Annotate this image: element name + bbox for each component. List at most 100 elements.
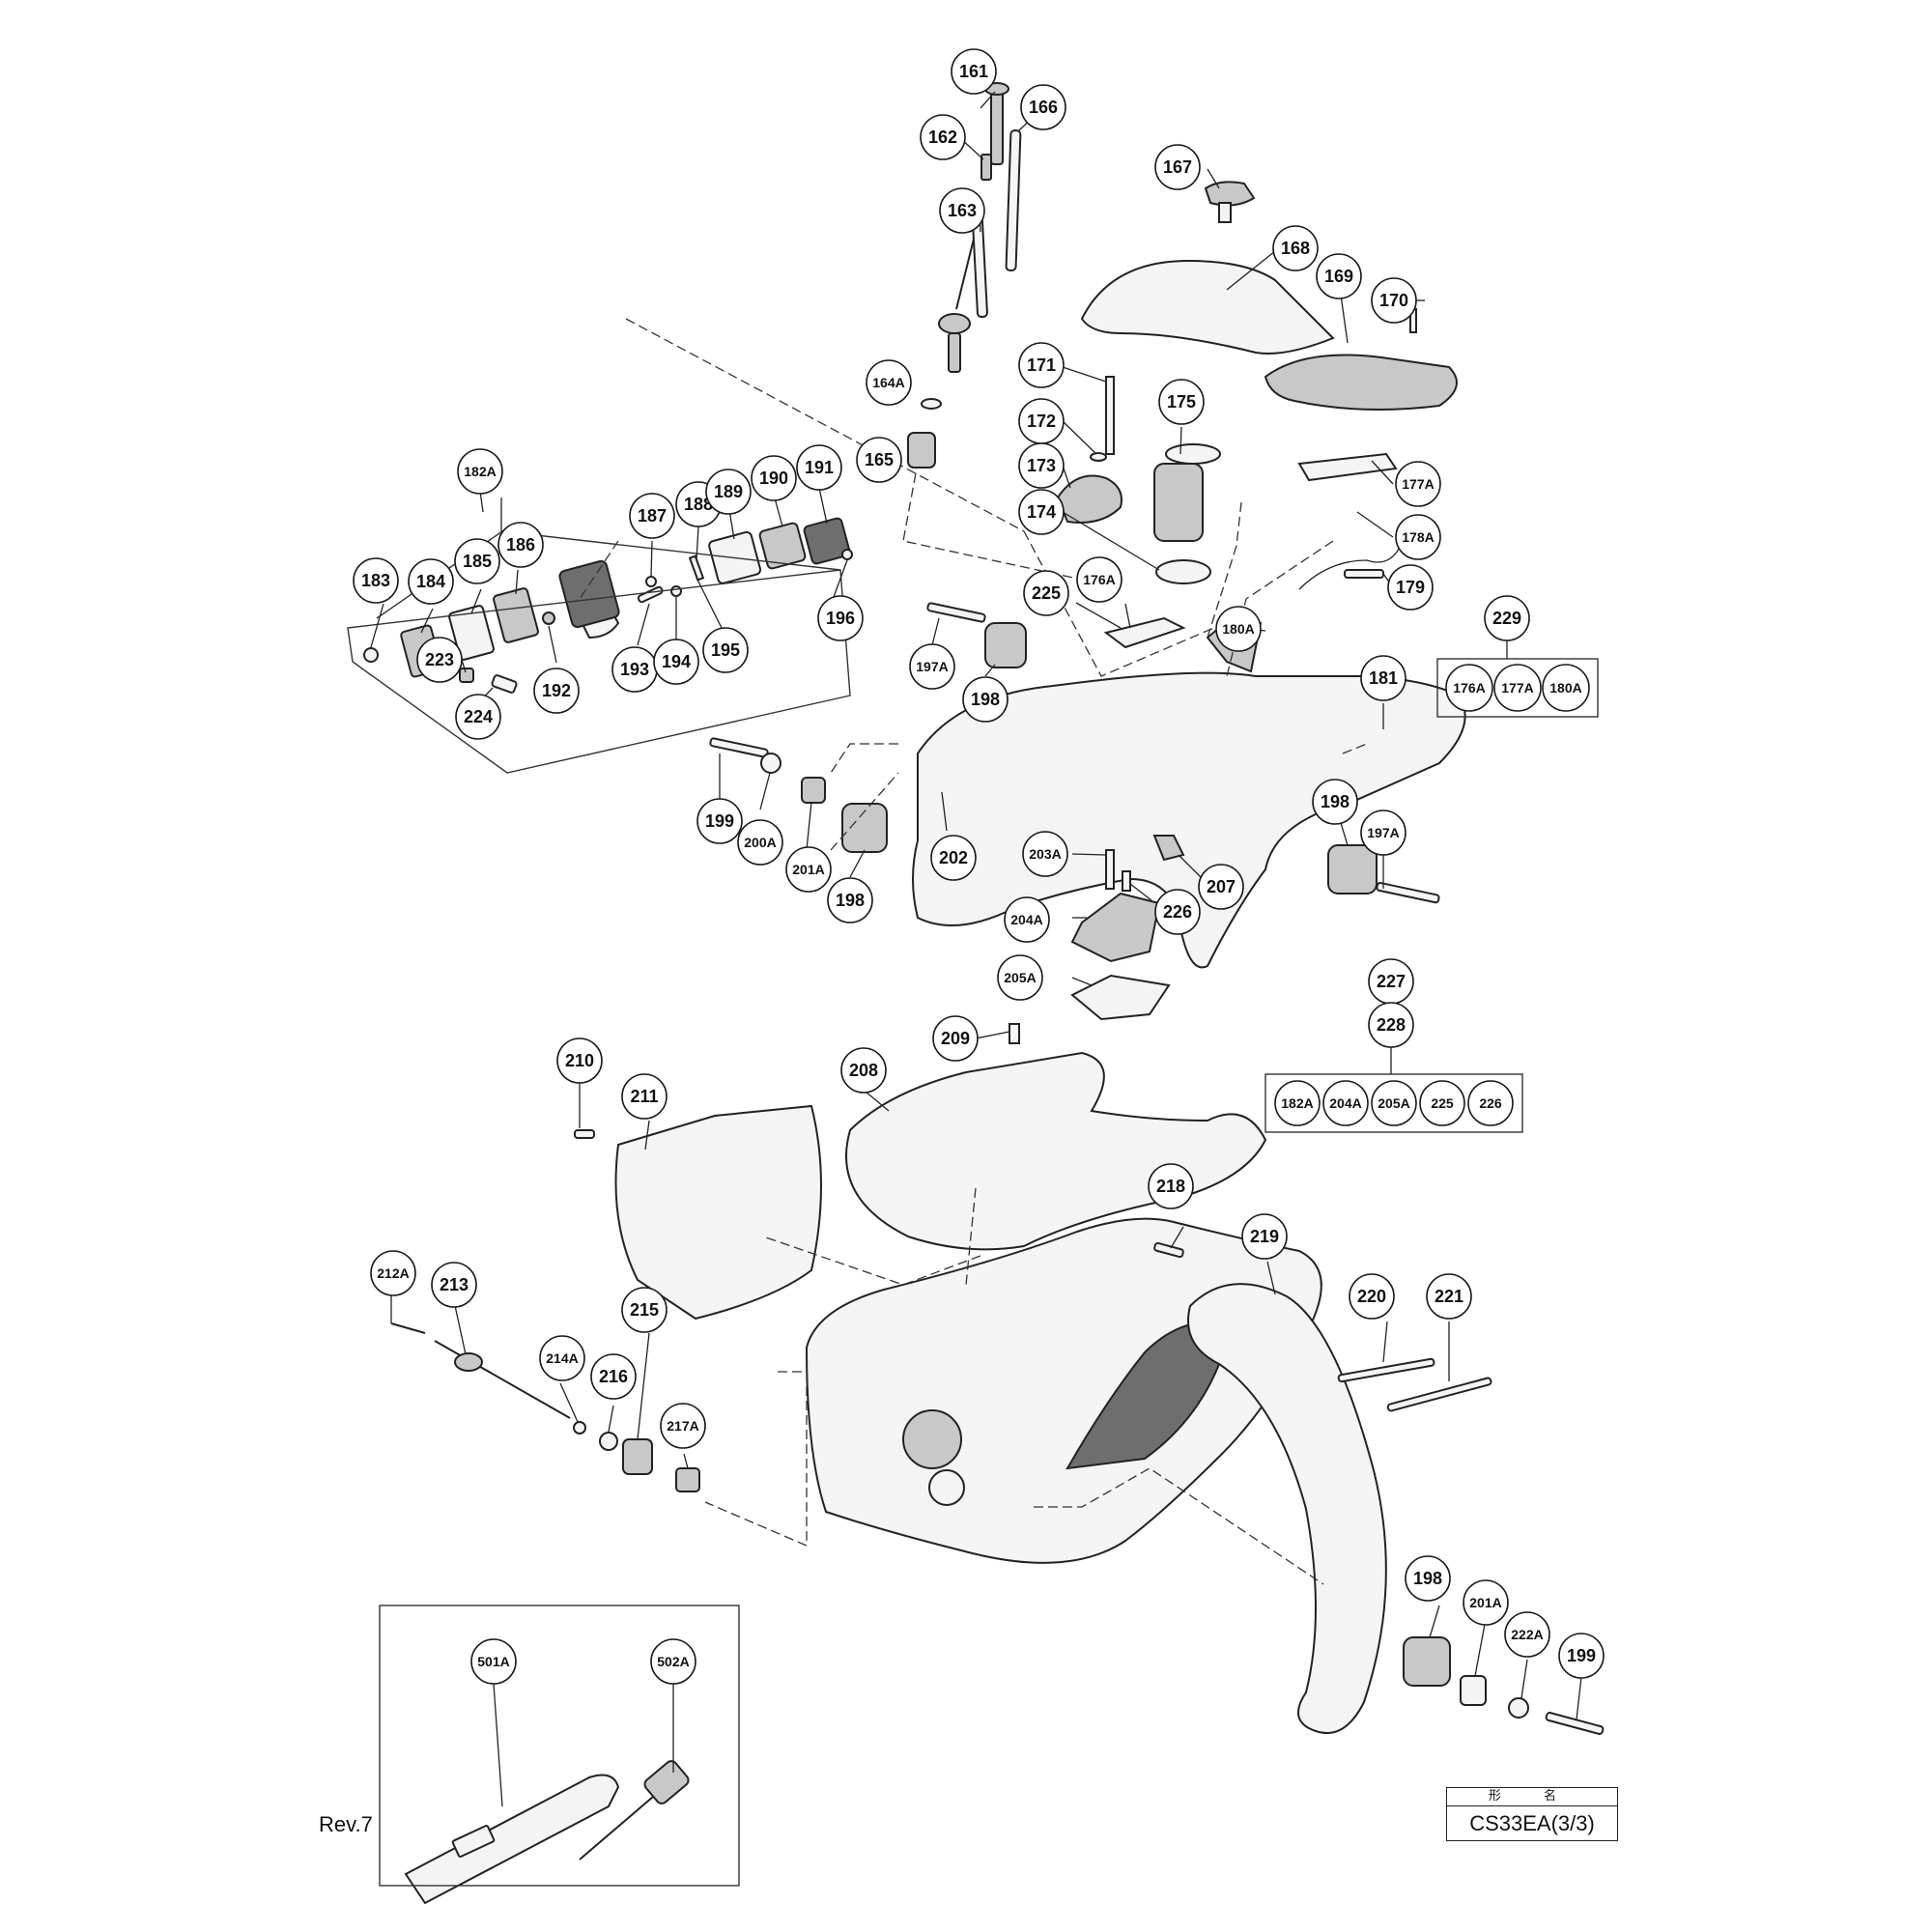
callout-label: 210 — [565, 1051, 594, 1070]
callout-label: 229 — [1492, 609, 1521, 628]
callout-label: 171 — [1027, 355, 1056, 375]
kit-member-label: 180A — [1549, 680, 1581, 696]
callout-circle — [454, 538, 500, 584]
callout-label: 219 — [1250, 1227, 1279, 1246]
callout-label: 222A — [1511, 1627, 1543, 1642]
callout-193: 193 — [611, 646, 658, 693]
callout-197A-a: 197A — [909, 643, 955, 690]
callout-194: 194 — [653, 639, 699, 685]
kit-229-members: 176A 177A 180A — [1445, 664, 1590, 712]
callout-circle — [796, 444, 842, 491]
callout-label: 192 — [542, 681, 571, 700]
callout-label: 196 — [826, 609, 855, 628]
callout-label: 212A — [377, 1265, 409, 1281]
callout-173: 173 — [1018, 442, 1065, 489]
kit-227-228-frame — [1264, 1073, 1523, 1133]
callout-200A: 200A — [737, 819, 783, 866]
model-number: CS33EA(3/3) — [1469, 1811, 1595, 1835]
callout-circle — [1018, 442, 1065, 489]
callout-circle — [1484, 595, 1530, 641]
callout-label: 226 — [1163, 902, 1192, 922]
callout-circle — [1022, 831, 1068, 877]
callout-225: 225 — [1023, 570, 1069, 616]
callout-171: 171 — [1018, 342, 1065, 388]
callout-168: 168 — [1272, 225, 1319, 271]
callout-label: 198 — [1413, 1569, 1442, 1588]
callout-199-a: 199 — [696, 798, 743, 844]
callout-label: 208 — [849, 1061, 878, 1080]
callout-circle — [408, 558, 454, 605]
callout-label: 193 — [620, 660, 649, 679]
callout-201A-a: 201A — [785, 846, 832, 893]
callout-circle — [431, 1262, 477, 1308]
callout-circle — [939, 187, 985, 234]
callout-circle — [533, 668, 580, 714]
callout-209: 209 — [932, 1015, 979, 1062]
callout-180A: 180A — [1215, 606, 1262, 652]
kit-member-label: 225 — [1431, 1095, 1454, 1111]
callout-208: 208 — [840, 1047, 887, 1094]
callout-177A: 177A — [1395, 461, 1441, 507]
callout-circle — [1387, 564, 1434, 611]
model-title-block: 形 名 CS33EA(3/3) — [1446, 1787, 1618, 1841]
callout-label: 201A — [792, 862, 824, 877]
callout-circle — [653, 639, 699, 685]
callout-label: 214A — [546, 1350, 578, 1366]
reference-lines — [579, 318, 1368, 1585]
callout-circle — [1405, 1555, 1451, 1602]
callout-label: 163 — [948, 201, 977, 220]
callout-501A: 501A — [470, 1638, 517, 1685]
callout-circle — [455, 694, 501, 740]
callout-circle — [1312, 779, 1358, 825]
callout-195: 195 — [702, 627, 749, 673]
callout-label: 213 — [440, 1275, 469, 1294]
callout-229: 229 — [1484, 595, 1530, 641]
callout-circle — [1148, 1163, 1194, 1209]
callout-178A: 178A — [1395, 514, 1441, 560]
kit-member-callout: 176A — [1445, 664, 1493, 712]
callout-circle — [1198, 864, 1244, 910]
callout-167: 167 — [1154, 144, 1201, 190]
callout-215: 215 — [621, 1287, 668, 1333]
callout-205A: 205A — [997, 954, 1043, 1001]
callout-170: 170 — [1371, 277, 1417, 324]
callout-226: 226 — [1154, 889, 1201, 935]
callout-circle — [1395, 461, 1441, 507]
callout-183: 183 — [353, 557, 399, 604]
callout-216: 216 — [590, 1353, 637, 1400]
kit-member-callout: 204A — [1322, 1080, 1369, 1126]
part-illustrations — [363, 82, 1605, 1905]
kit-member-callout: 182A — [1274, 1080, 1321, 1126]
callout-label: 203A — [1029, 846, 1061, 862]
callout-circle — [650, 1638, 696, 1685]
callout-217A: 217A — [660, 1403, 706, 1449]
callout-circle — [785, 846, 832, 893]
carburetor-kit-frame — [347, 569, 851, 774]
callout-circle — [621, 1073, 668, 1120]
callout-circle — [866, 359, 912, 406]
callout-label: 221 — [1435, 1287, 1463, 1306]
callout-circle — [817, 595, 864, 641]
callout-label: 223 — [425, 650, 454, 669]
callout-label: 225 — [1032, 583, 1061, 603]
callout-label: 195 — [711, 640, 740, 660]
callout-211: 211 — [621, 1073, 668, 1120]
callout-circle — [705, 469, 752, 515]
callout-circle — [1154, 144, 1201, 190]
callout-207: 207 — [1198, 864, 1244, 910]
callout-label: 194 — [662, 652, 691, 671]
callout-218: 218 — [1148, 1163, 1194, 1209]
callout-circle — [497, 522, 544, 568]
callout-circle — [827, 877, 873, 923]
callout-162: 162 — [920, 114, 966, 160]
kit-member-callout: 225 — [1419, 1080, 1465, 1126]
kit-227-228-members: 182A 204A 205A 225 226 — [1274, 1080, 1514, 1126]
callout-circle — [1371, 277, 1417, 324]
callout-circle — [1349, 1273, 1395, 1320]
callout-221: 221 — [1426, 1273, 1472, 1320]
callout-219: 219 — [1241, 1213, 1288, 1260]
callout-163: 163 — [939, 187, 985, 234]
callout-161: 161 — [951, 48, 997, 95]
callout-222A: 222A — [1504, 1611, 1550, 1658]
callout-circle — [1360, 810, 1406, 856]
